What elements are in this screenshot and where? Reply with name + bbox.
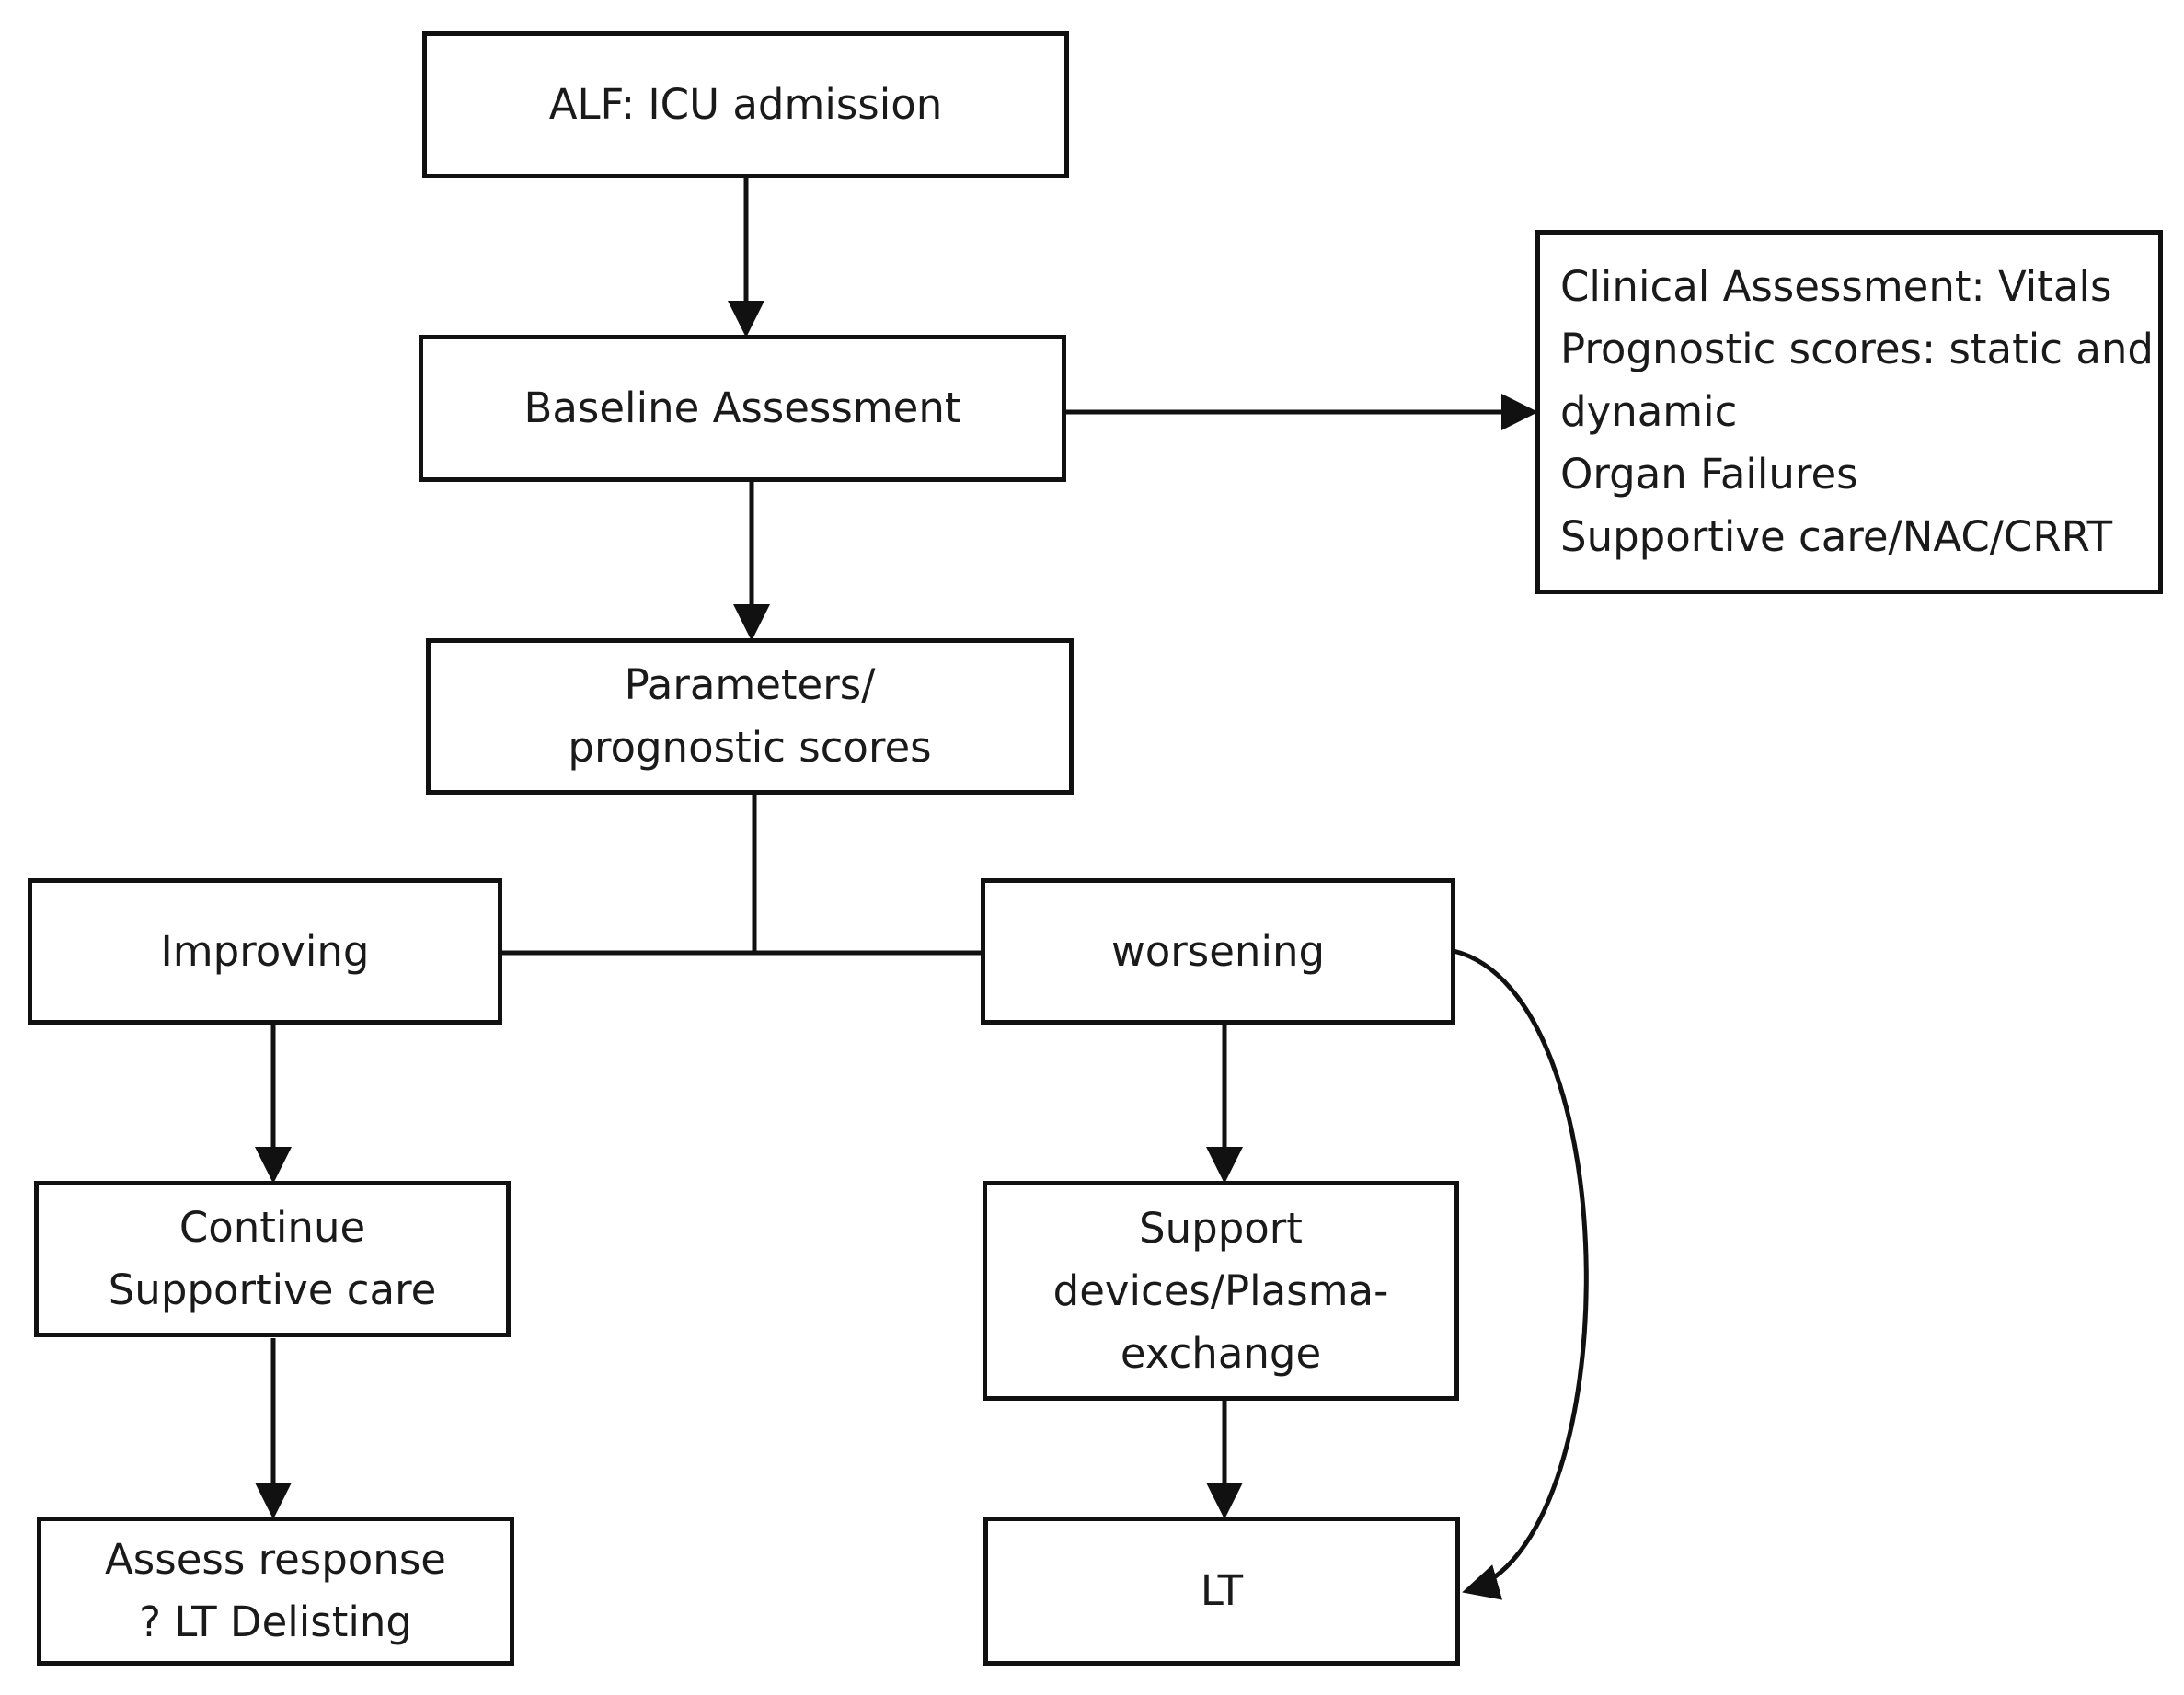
node-text-line: Supportive care/NAC/CRRT xyxy=(1560,512,2113,561)
node-parameters-prognostic-scores: Parameters/ prognostic scores xyxy=(426,638,1074,795)
node-text-line: Parameters/ xyxy=(624,660,876,709)
node-baseline-assessment: Baseline Assessment xyxy=(419,335,1066,482)
node-text-line: worsening xyxy=(1110,926,1326,976)
node-text-line: Prognostic scores: static and xyxy=(1560,325,2154,373)
node-text-line: exchange xyxy=(1120,1328,1322,1378)
node-support-devices-plasma-exchange: Support devices/Plasma- exchange xyxy=(983,1181,1459,1401)
node-lt: LT xyxy=(983,1517,1460,1666)
node-text-line: Assess response xyxy=(105,1535,446,1584)
node-text-line: ALF: ICU admission xyxy=(548,80,943,129)
node-text-line: ? LT Delisting xyxy=(139,1598,412,1646)
node-text-line: LT xyxy=(1200,1566,1244,1615)
node-text-line: Organ Failures xyxy=(1560,450,1858,498)
node-alf-icu-admission: ALF: ICU admission xyxy=(422,31,1069,178)
node-worsening: worsening xyxy=(981,878,1455,1025)
node-text-line: Support xyxy=(1139,1203,1303,1253)
node-improving: Improving xyxy=(28,878,502,1025)
node-text-line: dynamic xyxy=(1560,387,1738,436)
node-text-line: Clinical Assessment: Vitals xyxy=(1560,262,2112,311)
node-text-line: Continue xyxy=(178,1203,366,1252)
node-continue-supportive-care: Continue Supportive care xyxy=(34,1181,511,1337)
node-text-line: devices/Plasma- xyxy=(1052,1266,1389,1315)
node-clinical-assessment: Clinical Assessment: Vitals Prognostic s… xyxy=(1535,230,2163,594)
node-assess-response: Assess response ? LT Delisting xyxy=(37,1517,514,1666)
node-text-line: Improving xyxy=(160,926,370,976)
node-text-line: Supportive care xyxy=(108,1266,437,1314)
arrow-worsening-to-lt-curved xyxy=(1453,948,1589,1600)
node-text-line: prognostic scores xyxy=(568,723,932,772)
node-text-line: Baseline Assessment xyxy=(523,384,961,432)
